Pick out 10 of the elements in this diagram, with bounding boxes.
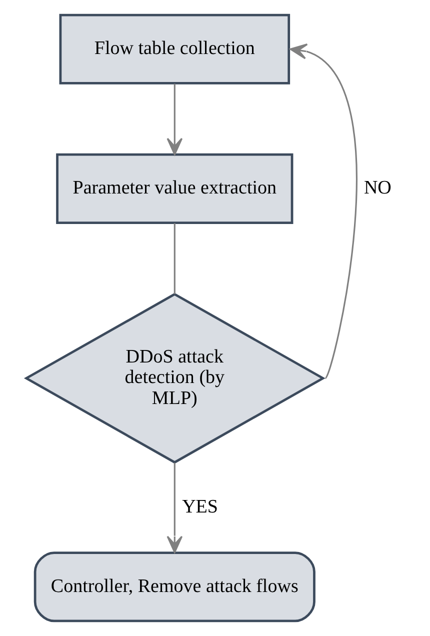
edge-label: YES xyxy=(182,496,218,518)
arrow xyxy=(166,462,182,554)
node-diamond: DDoS attack detection (by MLP) xyxy=(23,292,325,464)
edge-label: NO xyxy=(363,178,391,199)
node-box: Parameter value extraction xyxy=(56,153,293,224)
arrow xyxy=(166,84,182,156)
connector xyxy=(173,223,175,294)
node-box: Controller, Remove attack flows xyxy=(33,552,315,622)
node-box: Flow table collection xyxy=(58,14,290,84)
arrow xyxy=(289,44,357,379)
